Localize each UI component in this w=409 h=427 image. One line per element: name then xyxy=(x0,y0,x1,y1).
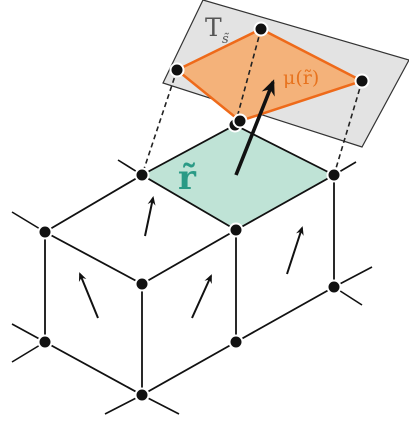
normal-arrow xyxy=(234,79,275,176)
small-arrows xyxy=(78,196,304,319)
mapped-cell-label: μ(r̃) xyxy=(283,67,319,89)
plane-label: T xyxy=(205,13,222,42)
cell-label: r̃ xyxy=(178,158,197,198)
mapped-nodes xyxy=(169,21,370,129)
selected-cell xyxy=(140,123,336,232)
plane-subscript: s̃ xyxy=(222,32,229,47)
lattice-edges xyxy=(44,174,335,396)
